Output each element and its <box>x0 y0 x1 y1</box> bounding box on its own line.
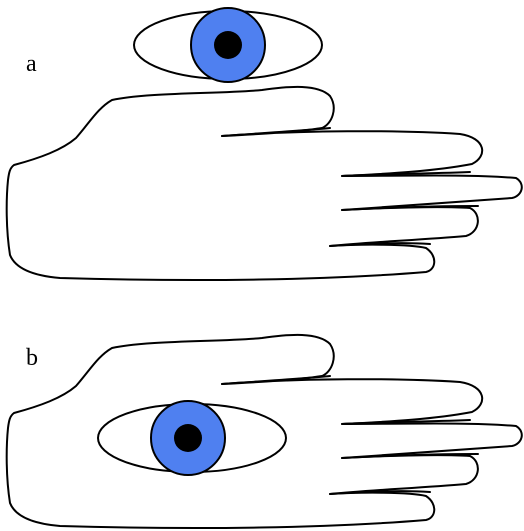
panel-b-label: b <box>26 345 38 371</box>
hand-icon <box>7 87 522 280</box>
pupil <box>214 31 242 59</box>
eye-icon <box>134 8 322 82</box>
panel-a-label: a <box>26 51 37 77</box>
pupil <box>174 424 202 452</box>
